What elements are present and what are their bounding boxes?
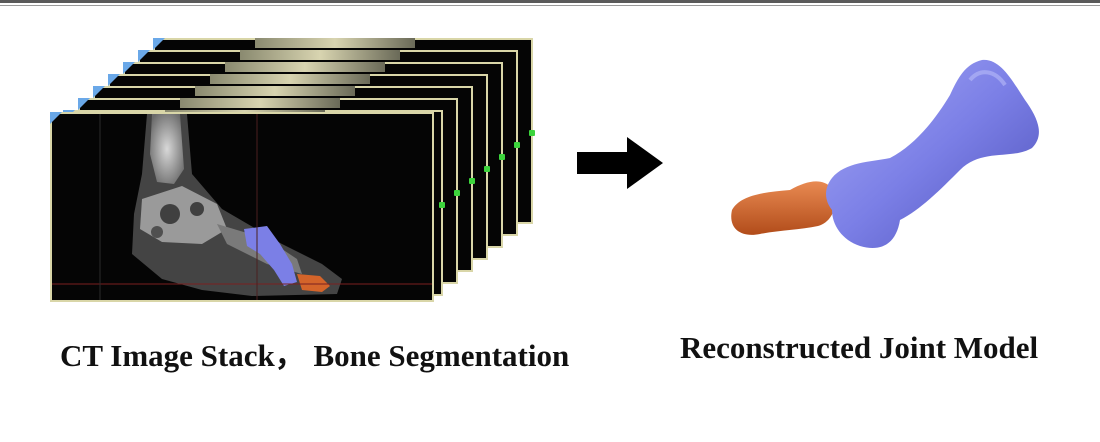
foot-ct-image <box>52 114 432 300</box>
phalanx-bone <box>731 181 836 235</box>
right-arrow-icon <box>577 137 663 189</box>
ct-image-stack <box>48 30 548 310</box>
metatarsal-bone <box>826 59 1039 249</box>
top-border-thin <box>0 5 1100 6</box>
joint-model-3d <box>731 59 1039 249</box>
top-border <box>0 0 1100 3</box>
caption-ct-stack: CT Image Stack， Bone Segmentation <box>60 338 570 373</box>
ct-slice-front <box>50 112 434 302</box>
caption-joint-model: Reconstructed Joint Model <box>680 330 1039 365</box>
